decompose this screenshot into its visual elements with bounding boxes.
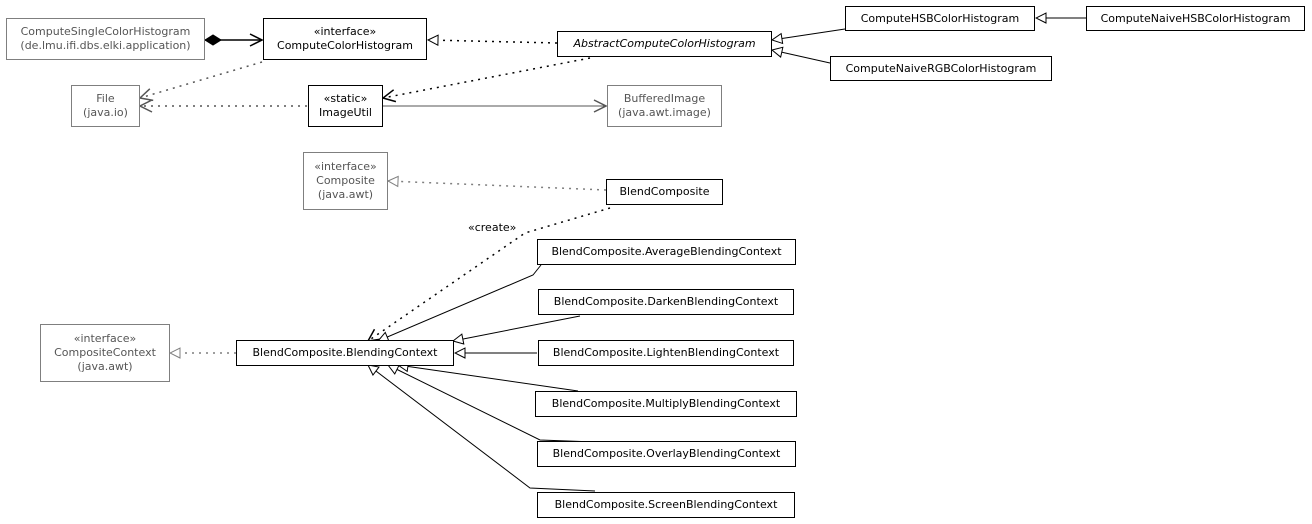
class-stereotype: «static» (323, 92, 368, 105)
class-compute-naive-hsb-color-histogram: ComputeNaiveHSBColorHistogram (1086, 6, 1305, 31)
class-darken-blending-context: BlendComposite.DarkenBlendingContext (538, 289, 794, 315)
class-name: BlendComposite (619, 185, 710, 198)
generalization-edge (772, 28, 846, 40)
class-buffered-image: BufferedImage (java.awt.image) (607, 85, 722, 127)
class-screen-blending-context: BlendComposite.ScreenBlendingContext (537, 492, 795, 518)
class-name: ImageUtil (319, 106, 372, 119)
class-average-blending-context: BlendComposite.AverageBlendingContext (537, 239, 796, 265)
class-composite: «interface» Composite (java.awt) (303, 152, 388, 210)
class-overlay-blending-context: BlendComposite.OverlayBlendingContext (537, 441, 796, 467)
class-blending-context: BlendComposite.BlendingContext (236, 340, 454, 366)
realization-edge (428, 40, 558, 43)
class-package: (de.lmu.ifi.dbs.elki.application) (20, 39, 191, 52)
class-name: BlendComposite.MultiplyBlendingContext (551, 397, 781, 410)
dependency-edge (140, 61, 263, 98)
class-package: (java.awt.image) (618, 106, 711, 119)
generalization-edge (368, 365, 596, 492)
class-composite-context: «interface» CompositeContext (java.awt) (40, 324, 170, 382)
realization-edge (388, 181, 607, 191)
class-stereotype: «interface» (73, 332, 137, 345)
class-package: (java.io) (83, 106, 128, 119)
class-name: File (96, 92, 115, 105)
create-label: «create» (468, 221, 517, 234)
generalization-edge (772, 50, 831, 64)
class-file: File (java.io) (71, 85, 140, 127)
class-name: ComputeColorHistogram (277, 39, 413, 52)
class-multiply-blending-context: BlendComposite.MultiplyBlendingContext (535, 391, 797, 417)
class-name: BlendComposite.LightenBlendingContext (552, 346, 780, 359)
class-name: BlendComposite.AverageBlendingContext (551, 245, 782, 258)
class-name: ComputeHSBColorHistogram (860, 11, 1020, 25)
class-name: AbstractComputeColorHistogram (573, 37, 756, 50)
class-package: (java.awt) (317, 188, 374, 201)
generalization-edge (398, 365, 579, 392)
class-name: ComputeNaiveRGBColorHistogram (845, 61, 1037, 75)
class-compute-color-histogram: «interface» ComputeColorHistogram (263, 18, 427, 60)
class-name: BufferedImage (623, 92, 706, 105)
generalization-edge (378, 264, 542, 341)
class-name: BlendComposite.ScreenBlendingContext (554, 498, 778, 511)
class-name: ComputeSingleColorHistogram (20, 25, 191, 38)
class-compute-naive-rgb-color-histogram: ComputeNaiveRGBColorHistogram (830, 56, 1052, 81)
class-name: Composite (316, 174, 375, 187)
class-blend-composite: BlendComposite (606, 179, 723, 205)
class-package: (java.awt) (77, 360, 133, 373)
class-name: BlendComposite.DarkenBlendingContext (553, 295, 779, 308)
class-name: BlendComposite.OverlayBlendingContext (552, 447, 781, 460)
class-stereotype: «interface» (313, 25, 377, 38)
class-compute-single-color-histogram: ComputeSingleColorHistogram (de.lmu.ifi.… (6, 18, 205, 60)
class-abstract-compute-color-histogram: AbstractComputeColorHistogram (557, 31, 772, 57)
generalization-edge (453, 315, 581, 341)
class-compute-hsb-color-histogram: ComputeHSBColorHistogram (845, 6, 1035, 31)
class-stereotype: «interface» (314, 160, 377, 173)
dependency-edge (383, 57, 591, 98)
class-lighten-blending-context: BlendComposite.LightenBlendingContext (538, 340, 794, 366)
create-dependency-edge (368, 207, 611, 341)
class-name: CompositeContext (54, 346, 156, 359)
class-image-util: «static» ImageUtil (308, 85, 383, 127)
class-name: BlendComposite.BlendingContext (252, 346, 438, 359)
class-name: ComputeNaiveHSBColorHistogram (1100, 11, 1291, 25)
